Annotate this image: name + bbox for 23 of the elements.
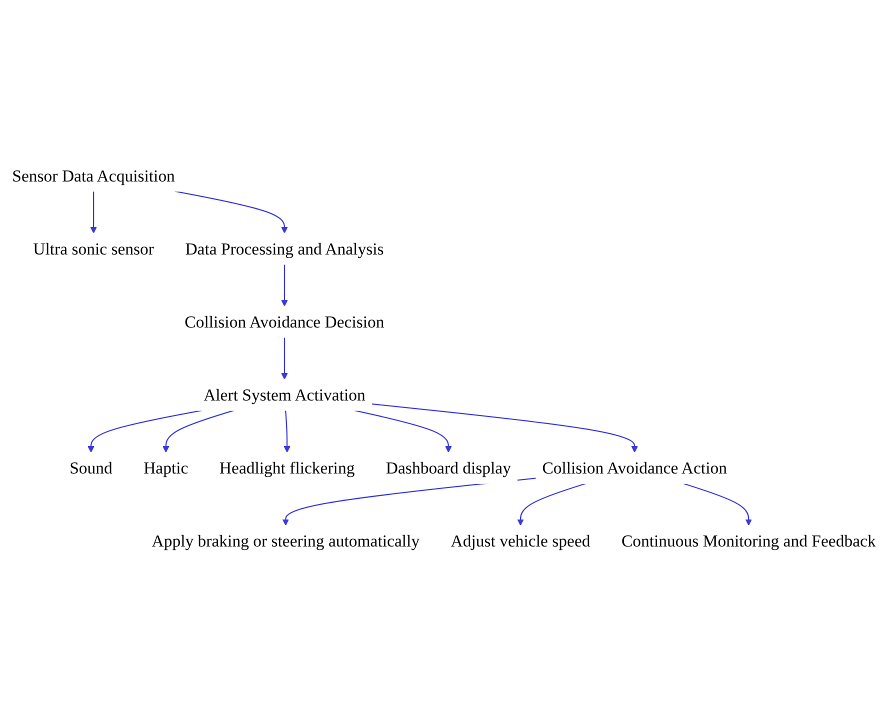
node-text: Headlight flickering [219,458,355,478]
arrow [88,410,202,453]
arrow [354,410,452,453]
arrow [683,483,752,526]
node-text: Adjust vehicle speed [450,532,590,551]
node-text: Collision Avoidance Decision [184,312,384,332]
arrow [90,191,97,234]
arrow [281,264,288,307]
arrow [371,404,638,453]
node-text: Sound [70,458,112,478]
arrow [175,190,288,234]
node-text: Alert System Activation [204,386,366,405]
node-text: Sensor Data Acquisition [12,166,175,186]
node-text: Apply braking or steering automatically [152,532,420,551]
node-text: Ultra sonic sensor [33,239,154,258]
node-text: Haptic [144,458,188,478]
arrow [284,410,290,453]
node-text: Continuous Monitoring and Feedback [621,532,876,551]
arrow [517,483,586,526]
node-text: Collision Avoidance Action [542,458,727,478]
arrow [281,338,288,380]
node-text: Data Processing and Analysis [185,239,384,258]
arrow [162,410,234,453]
